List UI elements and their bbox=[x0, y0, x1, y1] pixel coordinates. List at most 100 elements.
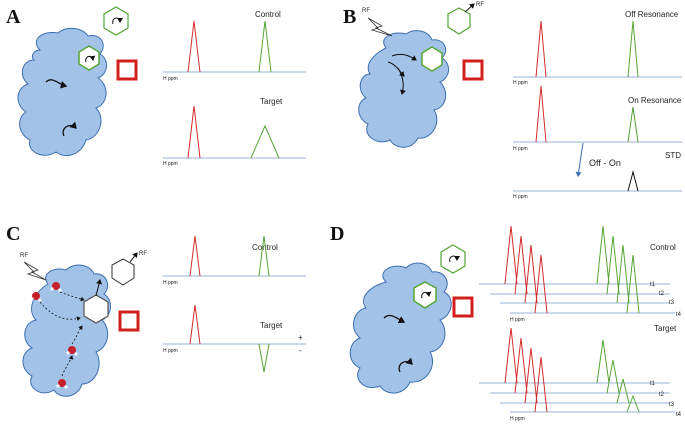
axis-label: H ppm bbox=[163, 161, 178, 167]
ligand-exit-arrow bbox=[464, 3, 475, 13]
target-site-square bbox=[452, 296, 474, 318]
binding-arrow bbox=[45, 79, 68, 89]
peak-red bbox=[534, 356, 548, 413]
time-label: t3 bbox=[669, 402, 675, 408]
ligand-in-pocket bbox=[78, 45, 100, 71]
peak-green bbox=[258, 20, 272, 73]
difference-label: Off - On bbox=[589, 158, 621, 168]
time-label: t1 bbox=[650, 381, 656, 387]
spectrum-title: Target bbox=[260, 97, 283, 106]
panel-letter-b: B bbox=[343, 6, 356, 28]
axis-label: H ppm bbox=[510, 317, 525, 323]
saturation-arrow bbox=[387, 61, 405, 77]
binding-arrow bbox=[383, 314, 406, 324]
protein-shape bbox=[17, 28, 107, 156]
rf-lightning-icon bbox=[23, 261, 47, 281]
ligand-exit-arrow bbox=[95, 279, 102, 297]
rotation-icon bbox=[421, 291, 432, 299]
saturation-arrow bbox=[397, 67, 406, 95]
ligand-in-pocket bbox=[421, 46, 443, 72]
spectrum-title: Target bbox=[260, 321, 283, 330]
axis-label: H ppm bbox=[513, 80, 528, 86]
peak-red bbox=[514, 235, 528, 295]
ligand-in-pocket bbox=[413, 281, 437, 309]
rf-label: RF bbox=[476, 2, 484, 8]
rotation-icon bbox=[449, 255, 460, 263]
free-ligand bbox=[447, 7, 471, 35]
spectrum-title: Control bbox=[650, 243, 676, 252]
spectrum-title: STD bbox=[665, 151, 681, 160]
axis-label: H ppm bbox=[163, 348, 178, 354]
rotation-icon bbox=[112, 17, 123, 25]
time-label: t3 bbox=[669, 300, 675, 306]
sign-minus: - bbox=[299, 346, 302, 355]
panel-c: C RF RF Control H ppm Target bbox=[6, 223, 306, 397]
protein-shape bbox=[22, 264, 111, 397]
water-molecule bbox=[66, 346, 78, 356]
rf-lightning-icon bbox=[367, 17, 393, 37]
peak-green bbox=[258, 235, 270, 277]
spectrum-title: On Resonance bbox=[628, 96, 682, 105]
saturation-arrow bbox=[391, 53, 417, 61]
water-molecule bbox=[56, 379, 68, 389]
rf-label: RF bbox=[20, 253, 28, 259]
peak-green-negative bbox=[258, 343, 270, 373]
binding-arrow bbox=[398, 357, 413, 373]
panel-d: D Control t1 t2 t3 t4 H ppm Target bbox=[330, 223, 682, 422]
peak-green bbox=[626, 394, 640, 413]
panel-a: A Control H ppm Target H ppm bbox=[6, 6, 306, 167]
target-site-square bbox=[116, 59, 138, 81]
free-ligand bbox=[111, 258, 135, 286]
peak-red bbox=[514, 337, 528, 394]
time-label: t2 bbox=[659, 291, 665, 297]
peak-green bbox=[616, 378, 630, 404]
peak-green bbox=[606, 235, 620, 295]
noe-transfer-arrow bbox=[71, 325, 83, 345]
peak-red bbox=[187, 105, 201, 159]
peak-red bbox=[524, 347, 538, 404]
peak-red bbox=[535, 85, 547, 143]
axis-label: H ppm bbox=[163, 76, 178, 82]
water-molecule bbox=[50, 282, 62, 292]
peak-green bbox=[627, 106, 639, 143]
rf-label: RF bbox=[139, 251, 147, 257]
peak-green bbox=[626, 254, 640, 314]
time-label: t4 bbox=[676, 312, 682, 318]
difference-arrow bbox=[575, 142, 584, 177]
peak-green bbox=[596, 339, 610, 384]
rf-label: RF bbox=[362, 8, 370, 14]
sign-plus: + bbox=[298, 333, 303, 342]
peak-green bbox=[616, 244, 630, 304]
target-site-square bbox=[118, 310, 140, 332]
time-label: t4 bbox=[676, 412, 682, 418]
peak-red bbox=[189, 304, 201, 345]
panel-letter-d: D bbox=[330, 223, 344, 245]
peak-red bbox=[524, 244, 538, 304]
peak-green bbox=[596, 225, 610, 285]
peak-std bbox=[627, 170, 639, 192]
peak-green-broad bbox=[250, 124, 280, 159]
peak-green bbox=[606, 359, 620, 394]
time-label: t1 bbox=[650, 282, 656, 288]
target-site-square bbox=[462, 59, 484, 81]
spectrum-title: Off Resonance bbox=[625, 10, 679, 19]
peak-red bbox=[187, 20, 201, 73]
peak-red bbox=[504, 225, 518, 285]
axis-label: H ppm bbox=[510, 416, 525, 422]
peak-green bbox=[627, 20, 639, 78]
panel-letter-c: C bbox=[6, 223, 20, 245]
peak-red bbox=[189, 235, 201, 277]
protein-shape bbox=[349, 262, 452, 394]
ligand-in-pocket bbox=[83, 294, 109, 324]
ligand-exit-arrow bbox=[129, 252, 138, 263]
panel-b: B RF RF Off Resonance H ppm On Resonance… bbox=[343, 2, 682, 200]
axis-label: H ppm bbox=[163, 280, 178, 286]
peak-red bbox=[504, 327, 518, 384]
peak-red bbox=[535, 20, 547, 78]
noe-transfer-arrow bbox=[61, 355, 74, 377]
free-ligand bbox=[103, 6, 129, 36]
noe-transfer-arrow bbox=[39, 301, 81, 322]
water-molecule bbox=[30, 292, 42, 302]
spectrum-title: Target bbox=[654, 324, 677, 333]
